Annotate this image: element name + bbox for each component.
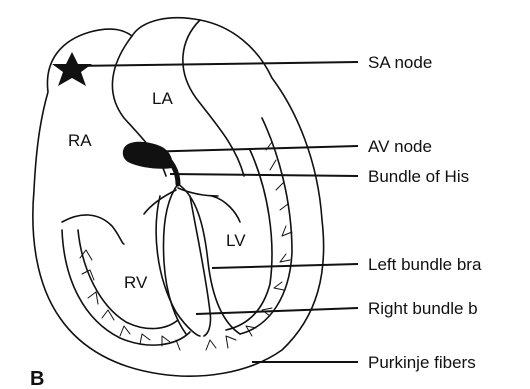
callout-right-bundle-branch: Right bundle b (368, 299, 478, 318)
label-la: LA (152, 89, 173, 108)
leader-av-node (140, 146, 358, 152)
leader-left-bundle-branch (212, 264, 358, 268)
left-bundle-branch-path (178, 184, 240, 334)
callout-sa-node: SA node (368, 53, 432, 72)
sa-node-star (52, 52, 92, 86)
callout-av-node: AV node (368, 137, 432, 156)
septal-branch-2 (144, 190, 176, 214)
tricuspid-leaflet (62, 215, 124, 244)
left-atrium-wall (183, 20, 244, 176)
right-bundle-branch-path (164, 184, 186, 334)
callout-purkinje-fibers: Purkinje fibers (368, 353, 476, 372)
mitral-leaflet (212, 196, 240, 222)
label-ra: RA (68, 131, 92, 150)
leader-bundle-of-his (170, 174, 358, 176)
callout-left-bundle-branch: Left bundle bra (368, 255, 482, 274)
leader-sa-node (72, 62, 358, 66)
panel-label: B (30, 368, 44, 389)
label-rv: RV (124, 273, 148, 292)
label-lv: LV (226, 231, 246, 250)
callout-bundle-of-his: Bundle of His (368, 167, 469, 186)
